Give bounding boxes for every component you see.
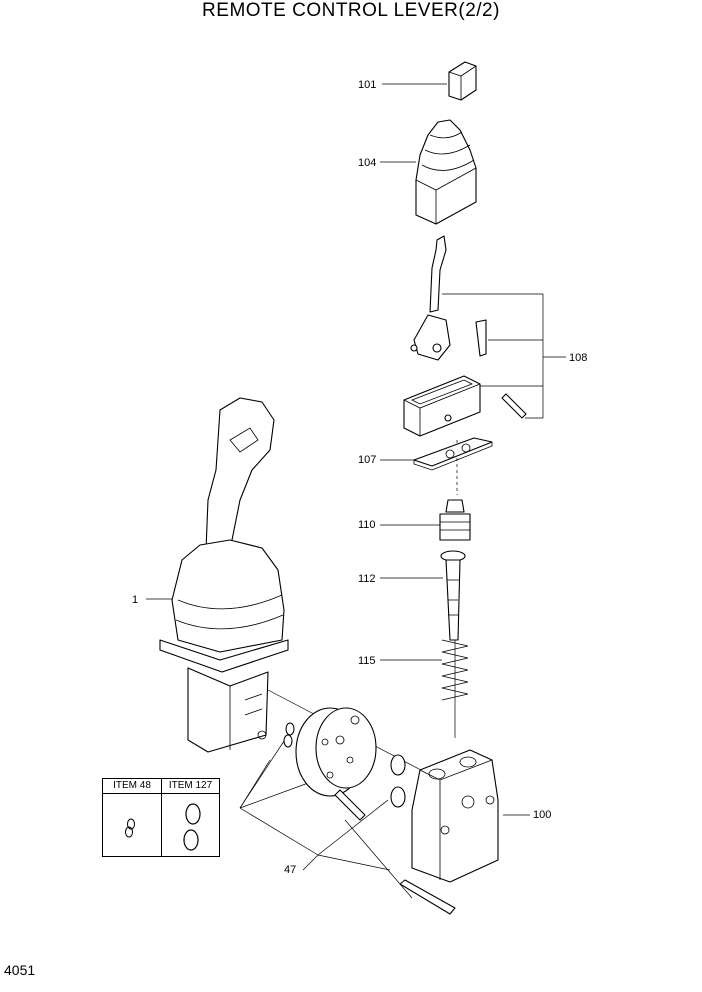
callout-110: 110 — [358, 519, 376, 531]
callout-101: 101 — [358, 79, 377, 91]
callout-1: 1 — [132, 594, 139, 606]
o-rings-small — [283, 722, 295, 748]
item-127-ring-bottom-icon — [183, 829, 199, 851]
o-ring-samples — [125, 803, 201, 851]
part-100-valve-body — [411, 749, 499, 883]
callout-47: 47 — [284, 864, 297, 876]
part-115-spring — [441, 639, 469, 701]
callout-107: 107 — [358, 454, 377, 466]
item-127-ring-top-icon — [185, 803, 201, 825]
callout-100: 100 — [533, 809, 552, 821]
callout-115: 115 — [358, 655, 376, 667]
callout-108: 108 — [569, 352, 588, 364]
part-110-seat — [439, 499, 471, 541]
part-112-spool — [440, 550, 466, 641]
table-divider-horizontal — [103, 793, 219, 794]
part-104-boot — [415, 119, 477, 225]
page-number: 4051 — [4, 962, 36, 978]
part-101-knob — [448, 61, 477, 101]
page-title: REMOTE CONTROL LEVER(2/2) — [202, 0, 500, 21]
callout-104: 104 — [358, 157, 377, 169]
part-1-joystick — [159, 397, 289, 753]
item-127-header: ITEM 127 — [168, 780, 213, 791]
item-48-ring-top-icon — [127, 818, 135, 830]
leader-lines — [146, 83, 566, 899]
part-round-flange — [295, 707, 377, 797]
item-48-header: ITEM 48 — [113, 780, 151, 791]
item-48-ring-bottom-icon — [125, 826, 133, 838]
table-divider-vertical — [161, 779, 162, 856]
part-107-plate — [413, 437, 493, 471]
o-rings-large — [390, 754, 406, 808]
callout-112: 112 — [358, 573, 376, 585]
part-bolt-small — [334, 789, 456, 915]
part-108-handle-assembly — [403, 235, 527, 437]
item-reference-table: ITEM 48 ITEM 127 — [102, 778, 220, 857]
